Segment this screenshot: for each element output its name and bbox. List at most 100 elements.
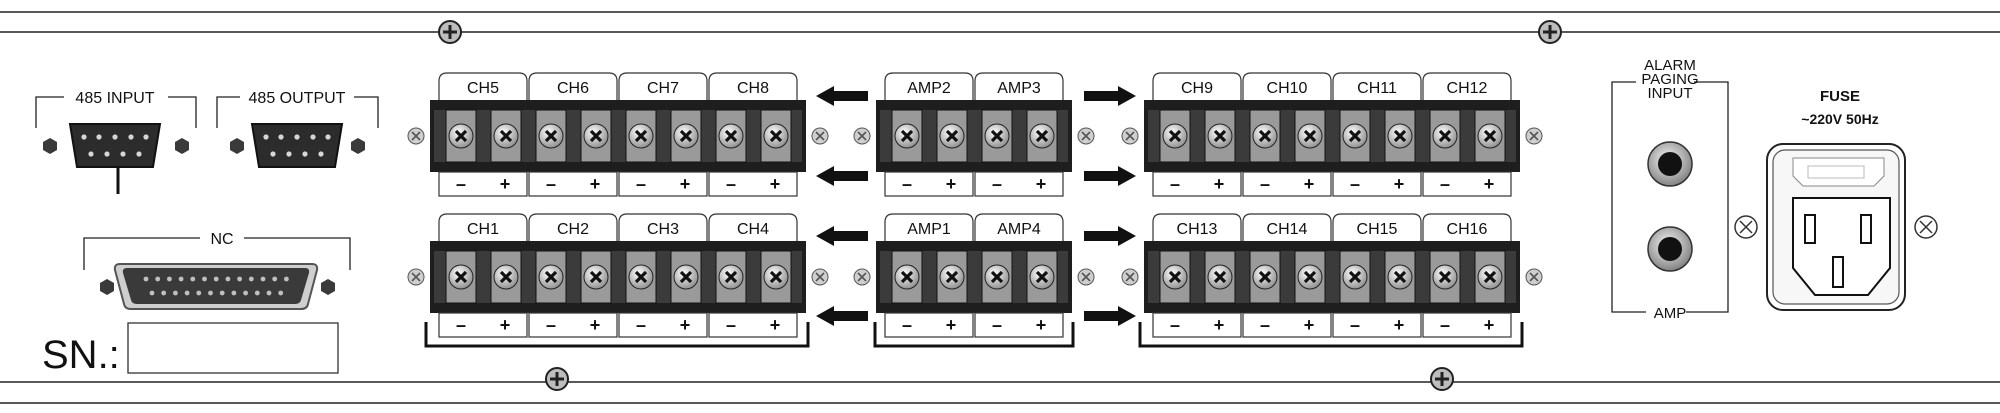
terminal-screw (1252, 264, 1278, 290)
channel-tab (618, 72, 708, 100)
block-mount-screw (407, 268, 425, 286)
channel-tab (1422, 213, 1512, 241)
db25-pin (231, 290, 237, 296)
block-mount-screw (853, 127, 871, 145)
alarm-paging-input-jack (1647, 141, 1693, 187)
db25-pin (184, 290, 190, 296)
polarity-cell (618, 171, 708, 197)
channel-label: CH2 (557, 221, 589, 238)
channel-label: CH7 (647, 80, 679, 97)
polarity-cell (1332, 312, 1422, 338)
db25-pin (248, 276, 254, 282)
block-mount-screw (811, 127, 829, 145)
polarity-positive: + (1484, 174, 1495, 194)
rail-screw-bottom-right (1430, 367, 1454, 391)
channel-label: CH1 (467, 221, 499, 238)
inlet-pin-right (1860, 214, 1872, 244)
polarity-negative: – (456, 315, 466, 335)
terminal-screw (583, 123, 609, 149)
arrow-left-1 (816, 86, 868, 106)
channel-tab (708, 213, 798, 241)
terminal-screw (894, 123, 920, 149)
polarity-cell (618, 312, 708, 338)
polarity-negative: – (1350, 174, 1360, 194)
polarity-positive: + (590, 315, 601, 335)
channel-label: CH4 (737, 221, 769, 238)
polarity-negative: – (1170, 315, 1180, 335)
polarity-cell (438, 312, 528, 338)
polarity-cell (438, 171, 528, 197)
rail-screw-bottom-left (545, 367, 569, 391)
terminal-screw (1387, 264, 1413, 290)
terminal-screw (628, 264, 654, 290)
polarity-cell (1242, 312, 1332, 338)
polarity-cell (884, 312, 974, 338)
db25-pin (167, 276, 172, 282)
terminal-screw (493, 264, 519, 290)
signal-arrows (816, 86, 1136, 326)
channel-tab (708, 72, 798, 100)
rs485-input-mount-left (43, 138, 57, 154)
channel-tab (438, 213, 528, 241)
channel-tab (528, 72, 618, 100)
terminal-screw (448, 264, 474, 290)
polarity-negative: – (1440, 174, 1450, 194)
polarity-cell (1242, 171, 1332, 197)
polarity-positive: + (1036, 174, 1047, 194)
channel-tab (438, 72, 528, 100)
polarity-cell (708, 171, 798, 197)
block-mount-screw (1121, 268, 1139, 286)
terminal-screw (448, 123, 474, 149)
rs485-output-mount-left (230, 138, 244, 154)
polarity-cell (528, 171, 618, 197)
rs485-output-label: 485 OUTPUT (249, 90, 346, 107)
amp-jack (1647, 226, 1693, 272)
channel-tab (884, 72, 974, 100)
inlet-pin-ground (1832, 256, 1844, 288)
rs485-input-label: 485 INPUT (75, 90, 154, 107)
polarity-positive: + (590, 174, 601, 194)
terminal-screw (718, 264, 744, 290)
channel-tab (1422, 72, 1512, 100)
polarity-cell (1422, 171, 1512, 197)
db25-pin (196, 290, 202, 296)
terminal-screw (763, 123, 789, 149)
polarity-cell (1422, 312, 1512, 338)
terminal-screw (1432, 123, 1458, 149)
rail-screw-top-left (438, 20, 462, 44)
terminal-screw (1297, 123, 1323, 149)
arrow-right-3 (1084, 226, 1136, 246)
terminal-screw (1297, 264, 1323, 290)
db25-pin (178, 276, 184, 282)
polarity-cell (884, 171, 974, 197)
terminal-screw (1342, 123, 1368, 149)
db25-pin (219, 290, 225, 296)
polarity-negative: – (1440, 315, 1450, 335)
polarity-positive: + (1394, 174, 1405, 194)
terminal-screw (1207, 123, 1233, 149)
db25-pin (149, 290, 155, 296)
terminal-screw (538, 264, 564, 290)
polarity-positive: + (770, 315, 781, 335)
polarity-negative: – (726, 315, 736, 335)
polarity-negative: – (636, 315, 646, 335)
fuse-label: FUSE (1820, 88, 1860, 105)
polarity-cell (1152, 171, 1242, 197)
block-mount-screw (1121, 127, 1139, 145)
polarity-negative: – (902, 174, 912, 194)
block-mount-screw (407, 127, 425, 145)
polarity-positive: + (680, 174, 691, 194)
channel-label: CH12 (1447, 80, 1488, 97)
channel-label: CH8 (737, 80, 769, 97)
top-rail (0, 11, 2000, 33)
channel-label: CH9 (1181, 80, 1213, 97)
channel-label: CH10 (1267, 80, 1308, 97)
polarity-negative: – (1260, 315, 1270, 335)
